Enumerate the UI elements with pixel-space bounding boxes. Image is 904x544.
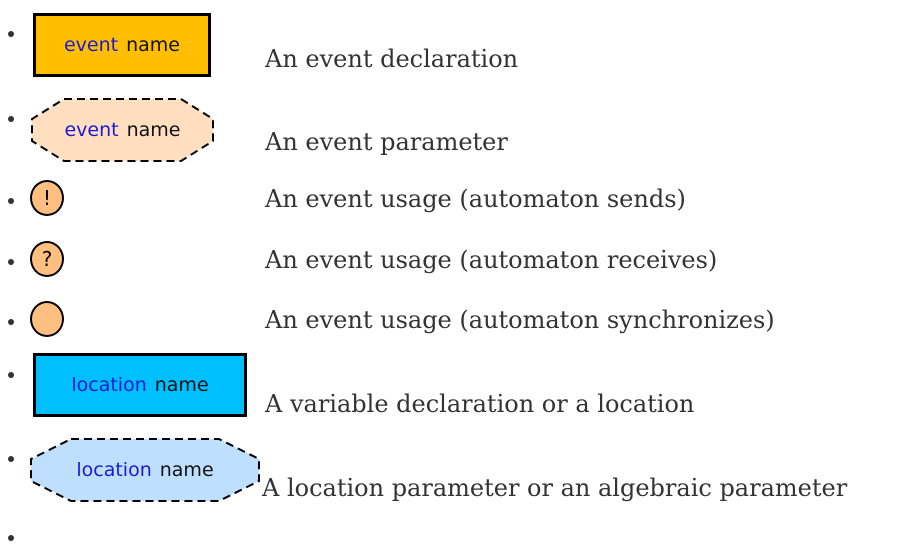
event-parameter-shape [31, 98, 214, 162]
legend-description: An event usage (automaton receives) [265, 246, 718, 274]
event-usage-synchronizes-icon [30, 301, 64, 337]
shape-label-keyword: location [71, 374, 147, 396]
location-parameter-shape [30, 438, 260, 502]
list-bullet [8, 456, 14, 462]
legend-description: An event usage (automaton synchronizes) [265, 306, 775, 334]
event-declaration-shape: event name [33, 13, 211, 77]
shape-label-keyword: event [63, 34, 119, 56]
legend-description: A location parameter or an algebraic par… [262, 474, 848, 502]
shape-label-name: name [154, 374, 209, 396]
list-bullet [8, 319, 14, 325]
event-usage-receives-icon: ? [30, 241, 64, 277]
shape-label-name: name [126, 34, 180, 56]
list-bullet [8, 372, 14, 378]
location-declaration-shape: location name [33, 353, 247, 417]
shape-label-keyword: location [76, 459, 152, 481]
list-bullet [8, 198, 14, 204]
event-usage-sends-icon: ! [30, 180, 64, 216]
shape-label: event name [30, 97, 215, 163]
legend-description: An event parameter [265, 128, 508, 156]
circle-symbol: ! [42, 186, 52, 210]
shape-label-name: name [159, 459, 214, 481]
legend-description: An event declaration [265, 45, 519, 73]
legend-description: A variable declaration or a location [265, 390, 695, 418]
list-bullet [8, 259, 14, 265]
shape-label: location name [29, 437, 261, 503]
shape-label-keyword: event [64, 119, 119, 141]
shape-label-name: name [126, 119, 181, 141]
circle-symbol: ? [41, 247, 53, 271]
list-bullet [8, 116, 14, 122]
list-bullet [8, 31, 14, 37]
legend-description: An event usage (automaton sends) [265, 185, 686, 213]
list-bullet [8, 535, 14, 541]
